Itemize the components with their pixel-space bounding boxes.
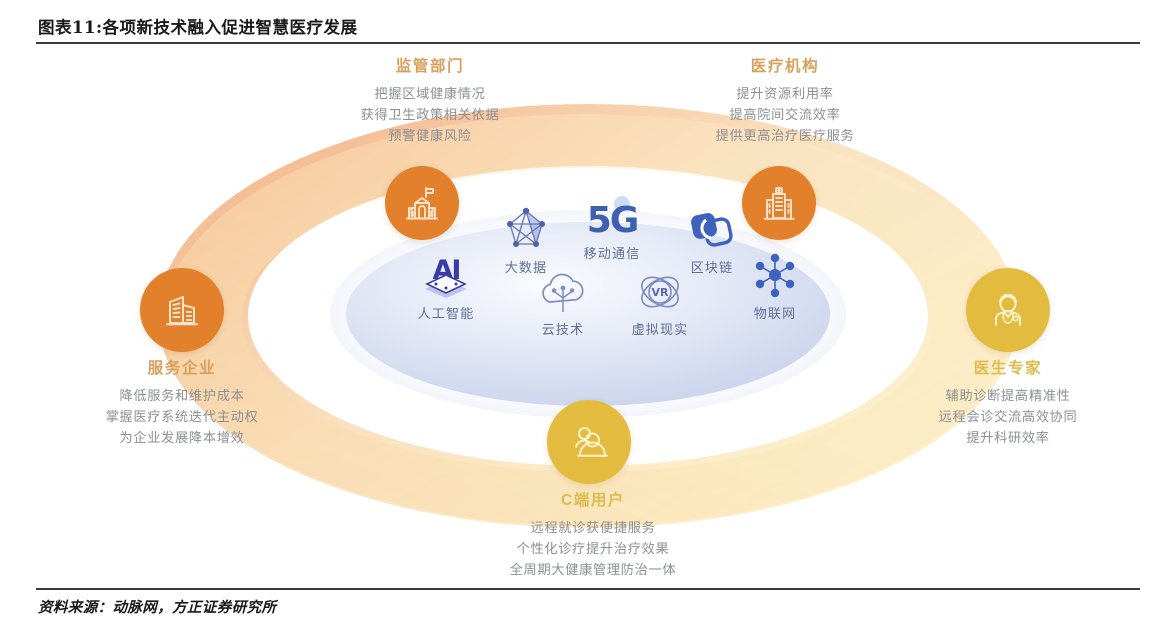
- node-line: 全周期大健康管理防治一体: [509, 562, 677, 577]
- node-text-consumer-user: C端用户 远程就诊获便捷服务 个性化诊疗提升治疗效果 全周期大健康管理防治一体: [458, 488, 728, 580]
- office-buildings-icon: [166, 296, 198, 326]
- node-text-service-enterprise: 服务企业 降低服务和维护成本 掌握医疗系统迭代主动权 为企业发展降本增效: [52, 356, 312, 448]
- node-title: C端用户: [560, 492, 626, 509]
- tech-label: 云技术: [541, 322, 585, 337]
- blockchain-links-icon: [652, 206, 772, 252]
- tech-item-blockchain[interactable]: 区块链: [652, 206, 772, 276]
- node-line: 把握区域健康情况: [374, 86, 486, 101]
- node-line: 为企业发展降本增效: [119, 430, 245, 445]
- users-group-icon: [575, 427, 608, 457]
- tech-item-iot[interactable]: 物联网: [715, 252, 835, 322]
- tech-label: 大数据: [504, 260, 548, 275]
- tech-label: 虚拟现实: [631, 322, 689, 337]
- node-title: 医生专家: [973, 360, 1043, 377]
- tech-label: 移动通信: [583, 246, 641, 261]
- node-circle-doctor-expert[interactable]: [966, 268, 1050, 352]
- source-divider-bottom: [36, 588, 1140, 590]
- title-divider-top: [36, 42, 1140, 44]
- node-line: 提升资源利用率: [736, 86, 834, 101]
- node-text-doctor-expert: 医生专家 辅助诊断提高精准性 远程会诊交流高效协同 提升科研效率: [878, 356, 1138, 448]
- node-line: 获得卫生政策相关依据: [360, 107, 500, 122]
- node-line: 预警健康风险: [388, 128, 472, 143]
- iot-hex-network-icon: [715, 252, 835, 298]
- node-title: 监管部门: [395, 58, 465, 75]
- cloud-circuit-icon: [503, 268, 623, 314]
- node-title: 服务企业: [147, 360, 217, 377]
- node-title: 医疗机构: [750, 58, 820, 75]
- network-graph-icon: [466, 206, 586, 252]
- node-text-medical-institution: 医疗机构 提升资源利用率 提高院间交流效率 提供更高治疗医疗服务: [660, 54, 910, 146]
- tech-label: 物联网: [753, 306, 797, 321]
- node-line: 远程就诊获便捷服务: [530, 520, 656, 535]
- tech-item-mobile[interactable]: 5G 移动通信: [552, 192, 672, 262]
- node-line: 提高院间交流效率: [729, 107, 841, 122]
- node-circle-regulator[interactable]: [385, 166, 459, 240]
- tech-item-ai[interactable]: AI 人工智能: [386, 252, 506, 322]
- tech-label: 人工智能: [417, 306, 475, 321]
- node-line: 辅助诊断提高精准性: [945, 388, 1071, 403]
- tech-item-cloud[interactable]: 云技术: [503, 268, 623, 338]
- node-line: 降低服务和维护成本: [119, 388, 245, 403]
- vr-atom-icon: VR: [600, 268, 720, 314]
- source-note: 资料来源：动脉网，方正证券研究所: [38, 599, 277, 616]
- node-line: 提供更高治疗医疗服务: [715, 128, 855, 143]
- tech-item-bigdata[interactable]: 大数据: [466, 206, 586, 276]
- node-circle-medical-institution[interactable]: [742, 166, 816, 240]
- 5g-lettermark-icon: 5G: [552, 192, 672, 238]
- tech-label: 区块链: [690, 260, 734, 275]
- diagram-stage: AI 人工智能: [0, 46, 1176, 586]
- node-circle-service-enterprise[interactable]: [140, 268, 224, 352]
- node-line: 个性化诊疗提升治疗效果: [516, 541, 670, 556]
- node-circle-consumer-user[interactable]: [547, 400, 631, 484]
- hospital-building-icon: [763, 187, 795, 220]
- svg-text:5G: 5G: [587, 200, 638, 238]
- core-ellipse: [346, 222, 830, 406]
- doctor-icon: [995, 293, 1021, 326]
- node-line: 提升科研效率: [966, 430, 1050, 445]
- page-title: 图表11:各项新技术融入促进智慧医疗发展: [38, 18, 358, 37]
- svg-text:VR: VR: [652, 286, 670, 299]
- tech-item-vr[interactable]: VR 虚拟现实: [600, 268, 720, 338]
- node-line: 掌握医疗系统迭代主动权: [105, 409, 259, 424]
- ai-lettermark-icon: AI: [386, 252, 506, 298]
- node-text-regulator: 监管部门 把握区域健康情况 获得卫生政策相关依据 预警健康风险: [310, 54, 550, 146]
- node-line: 远程会诊交流高效协同: [938, 409, 1078, 424]
- government-building-icon: [406, 187, 438, 220]
